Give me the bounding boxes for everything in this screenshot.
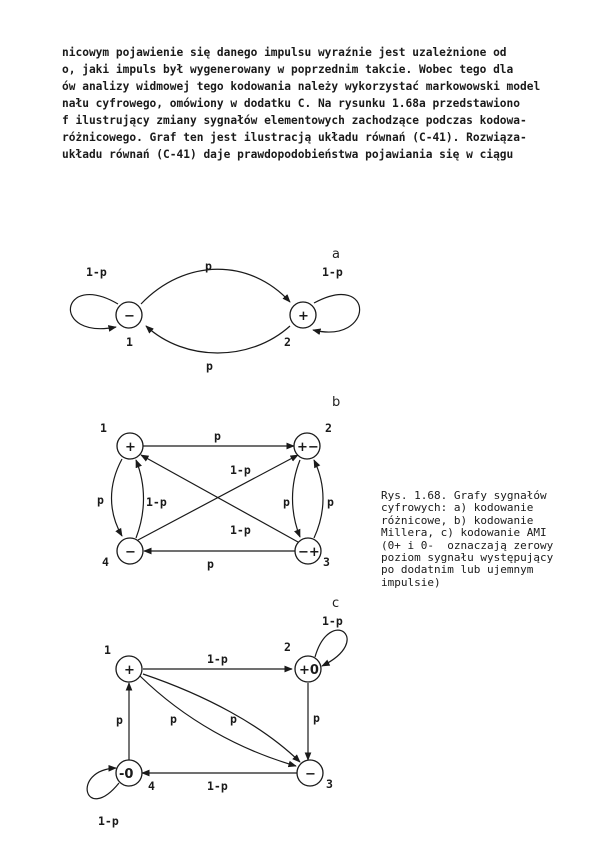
graph-b-node-3 <box>294 537 322 565</box>
text-line: układu równań (C-41) daje prawdopodobień… <box>62 148 514 161</box>
graph-c-node-3-number: 3 <box>326 777 333 791</box>
graph-c-node-3 <box>296 759 324 787</box>
caption-line: po dodatnim lub ujemnym <box>381 563 534 577</box>
graph-b-node-2-number: 2 <box>325 421 332 435</box>
graph-b-node-2 <box>293 432 321 460</box>
graph-c-label-right: p <box>313 711 320 725</box>
graph-c-title: c <box>332 596 339 611</box>
graph-c-label-loop-top: 1-p <box>322 614 343 628</box>
caption-line: różnicowe, b) kodowanie <box>381 513 534 527</box>
graph-c-node-3-symbol: − <box>305 767 316 782</box>
graph-b: b + +− −+ − 1 2 3 4 p p 1-p 1-p 1-p p p … <box>97 395 340 571</box>
caption-line: cyfrowych: a) kodowanie <box>381 501 534 515</box>
graph-c-edge-diag-a <box>139 675 297 768</box>
graph-c-node-2 <box>294 655 322 683</box>
graph-c-edge-diag-b <box>142 673 301 763</box>
caption-line: poziom sygnału występujący <box>381 551 554 565</box>
graph-c-loop-top <box>314 629 348 667</box>
graph-a-edge-bottom <box>145 325 291 354</box>
text-line: nicowym pojawienie się danego impulsu wy… <box>62 46 507 59</box>
graph-b-node-4-symbol: − <box>125 545 136 560</box>
graph-c-node-4-symbol: -0 <box>119 767 133 782</box>
graph-a-node-2-number: 2 <box>284 335 291 349</box>
text-line: różnicowego. Graf ten jest ilustracją uk… <box>62 131 527 144</box>
graph-c-node-2-symbol: +0 <box>299 663 319 678</box>
graph-c-loop-bottom <box>86 764 120 800</box>
graph-b-node-1-symbol: + <box>125 440 136 455</box>
graph-b-node-4 <box>116 537 144 565</box>
body-paragraph: nicowym pojawienie się danego impulsu wy… <box>62 44 592 163</box>
text-line: nału cyfrowego, omówiony w dodatku C. Na… <box>62 97 521 110</box>
graph-b-node-2-symbol: +− <box>297 440 319 455</box>
graph-b-edge-left-inner <box>135 459 145 539</box>
graph-c-label-loop-bottom: 1-p <box>98 814 119 828</box>
graph-b-node-1 <box>116 432 144 460</box>
graph-b-label-right-inner: p <box>283 495 290 509</box>
graph-b-edge-right-inner <box>291 459 301 538</box>
graph-c-label-bottom: 1-p <box>207 779 228 793</box>
text-line: f ilustrujący zmiany sygnałów elementowy… <box>62 114 527 127</box>
graph-b-label-diag-lower: 1-p <box>230 523 251 537</box>
caption-line: (0+ i 0- oznaczają zerowy <box>381 538 554 552</box>
graph-b-edge-right-outer <box>313 459 324 539</box>
graph-a-label-loop-right: 1-p <box>322 265 343 279</box>
graph-c-node-1 <box>115 655 143 683</box>
graph-c-label-top: 1-p <box>207 652 228 666</box>
caption-line: impulsie) <box>381 575 441 589</box>
text-line: o, jaki impuls był wygenerowany w poprze… <box>62 63 514 76</box>
graph-b-label-left-outer: p <box>97 493 104 507</box>
graph-c: c + +0 − -0 1 2 3 4 1-p 1-p p p p p 1-p … <box>86 596 348 828</box>
graph-b-node-1-number: 1 <box>100 421 107 435</box>
graph-b-node-3-number: 3 <box>323 555 330 569</box>
graph-a-node-2 <box>289 301 317 329</box>
graph-a-node-2-symbol: + <box>298 309 309 324</box>
graph-c-label-diag-a: p <box>170 712 177 726</box>
graph-c-node-1-symbol: + <box>124 663 135 678</box>
graph-a: a − + 1 2 p p 1-p 1-p <box>69 247 361 373</box>
graph-c-node-1-number: 1 <box>104 643 111 657</box>
graph-a-title: a <box>332 247 340 262</box>
graph-b-edge-left-outer <box>110 458 123 537</box>
graph-c-label-left: p <box>116 713 123 727</box>
graph-b-edge-diag-3-1 <box>140 454 299 543</box>
graph-a-loop-right <box>312 293 361 336</box>
graph-b-label-diag-upper: 1-p <box>230 463 251 477</box>
graph-a-label-loop-left: 1-p <box>86 265 107 279</box>
caption-line: Rys. 1.68. Grafy sygnałów <box>381 489 547 502</box>
graph-c-node-4 <box>115 759 143 787</box>
graph-a-node-1-symbol: − <box>124 309 135 324</box>
caption-line: Millera, c) kodowanie AMI <box>381 526 547 540</box>
graph-b-title: b <box>332 395 340 410</box>
graph-a-loop-left <box>69 293 119 332</box>
figure-caption: Rys. 1.68. Grafy sygnałów cyfrowych: a) … <box>381 489 591 589</box>
graph-c-node-2-number: 2 <box>284 640 291 654</box>
graph-a-edge-top <box>140 268 291 305</box>
graph-b-node-3-symbol: −+ <box>298 545 320 560</box>
graph-a-label-bottom: p <box>206 359 213 373</box>
graph-c-node-4-number: 4 <box>148 779 155 793</box>
graph-c-label-diag-b: p <box>230 712 237 726</box>
graph-a-node-1 <box>115 301 143 329</box>
graph-b-label-right-outer: p <box>327 495 334 509</box>
graph-a-node-1-number: 1 <box>126 335 133 349</box>
graph-a-label-top: p <box>205 259 212 273</box>
graph-b-label-left-inner: 1-p <box>146 495 167 509</box>
graph-b-label-bottom: p <box>207 557 214 571</box>
text-line: ów analizy widmowej tego kodowania należ… <box>62 80 541 93</box>
graph-b-node-4-number: 4 <box>102 555 109 569</box>
graph-b-label-top: p <box>214 429 221 443</box>
